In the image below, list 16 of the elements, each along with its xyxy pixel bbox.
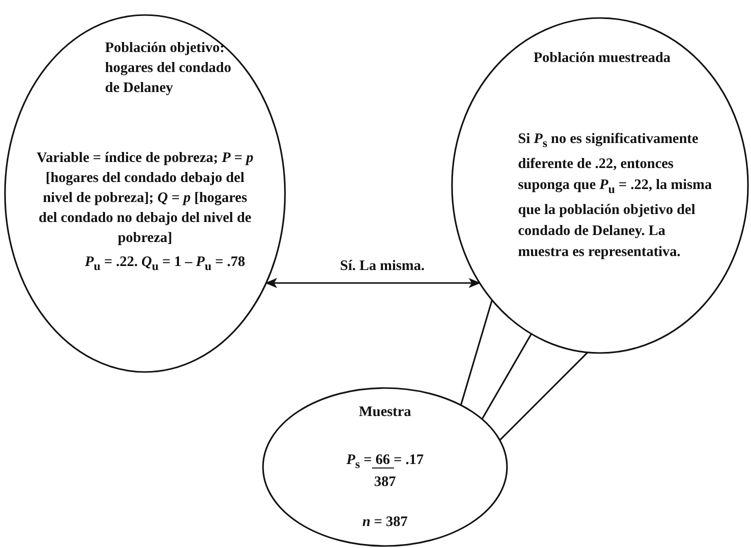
formula: P$_{u}$ = .22. Q$_{u}$ = 1 – P$_{u}$ = .78 bbox=[84, 253, 246, 275]
population-ellipse bbox=[263, 388, 507, 546]
connector-line bbox=[460, 300, 493, 406]
heading: Muestra bbox=[358, 403, 412, 422]
formula: P$_{s}$ = 66 = .17 bbox=[345, 451, 425, 473]
population-ellipse bbox=[452, 18, 748, 353]
arrow bbox=[265, 278, 481, 288]
description: Si P$_{s}$ no es significativamente diferente de .22, entonces suponga que P$_{u}$ = .22, la misma que la población objetivo del condado de Delaney. La muestra es representativa. bbox=[518, 130, 713, 262]
description: Variable = índice de pobreza; P = p [hogares del condado debajo del nivel de pobreza]; Q = p [hogares del condado no debajo del nivel de pobreza] bbox=[36, 149, 254, 248]
connector-line bbox=[481, 333, 532, 420]
heading: Población objetivo: hogares del condado de Delaney bbox=[105, 39, 232, 98]
formula-denominator: 387 bbox=[373, 473, 397, 492]
heading: Población muestreada bbox=[532, 49, 672, 68]
sample-size: n = 387 bbox=[361, 513, 409, 532]
connector-line bbox=[499, 352, 588, 441]
population-ellipse bbox=[5, 15, 285, 372]
